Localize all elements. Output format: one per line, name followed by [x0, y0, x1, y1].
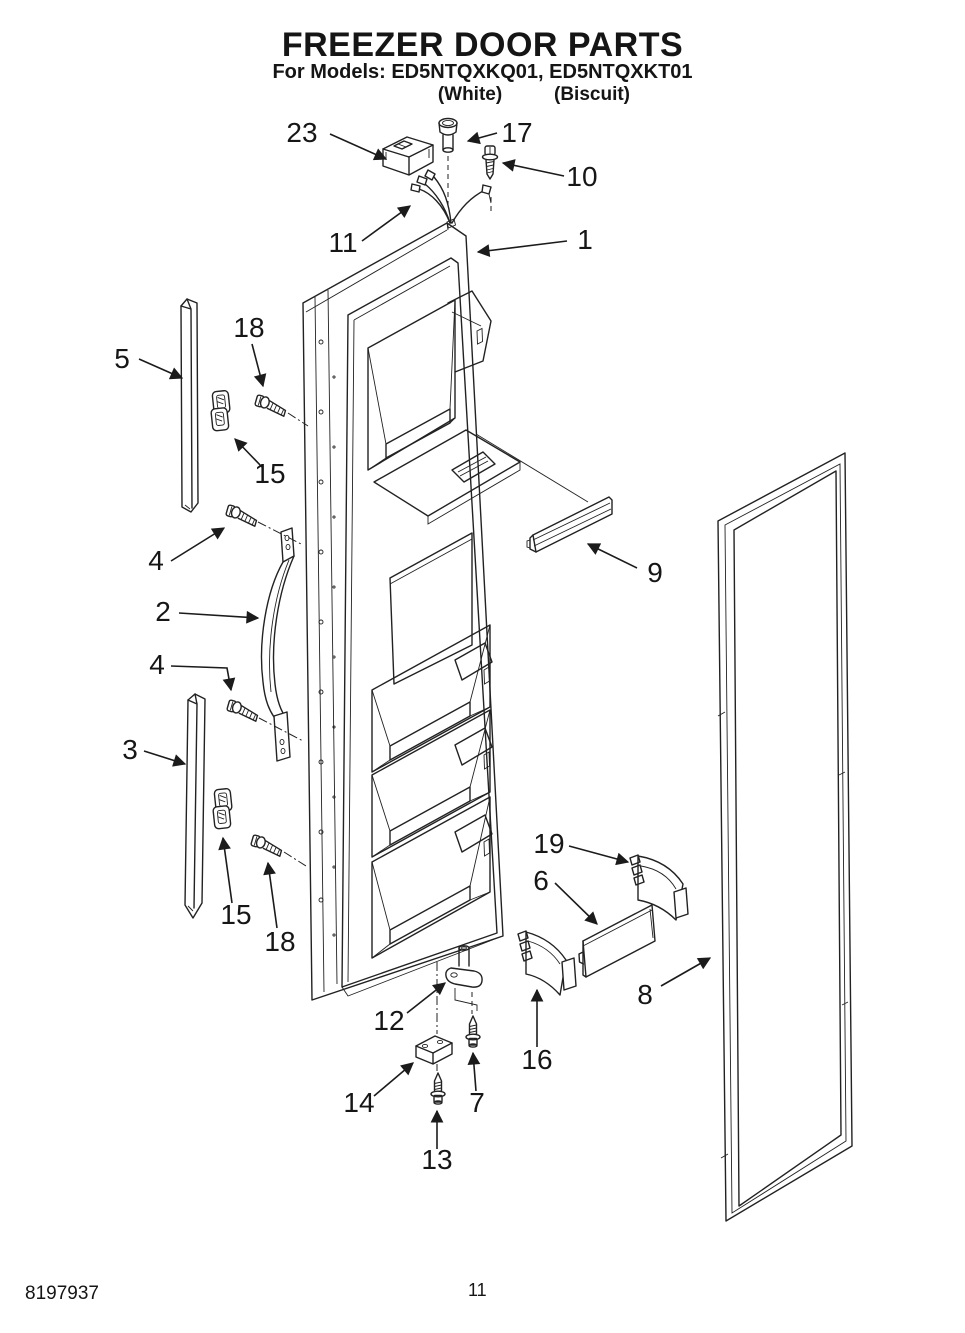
part-18-screw-lower	[249, 833, 307, 867]
callout-labels: 23 17 10 11 1 5 18 15 4 2 4 3 15 18 9 19…	[114, 117, 663, 1175]
variant-biscuit-label: (Biscuit)	[554, 84, 630, 105]
part-11-wire-harness	[410, 169, 492, 224]
leader-18-bottom	[263, 861, 278, 929]
part-4-screw-upper	[224, 503, 304, 546]
callout-4-bottom: 4	[149, 649, 165, 680]
models-line: For Models: ED5NTQXKQ01, ED5NTQXKT01	[272, 61, 693, 83]
leader-17	[466, 131, 498, 145]
callout-10: 10	[566, 161, 597, 192]
part-19-end-cap-right	[629, 854, 689, 921]
leader-10	[501, 159, 565, 177]
part-3-trim-strip-lower	[184, 693, 206, 919]
callout-19: 19	[533, 828, 564, 859]
document-number: 8197937	[25, 1283, 99, 1304]
part-2-door-handle	[260, 527, 295, 762]
part-17-plug-button	[438, 117, 458, 206]
leader-19	[568, 845, 630, 866]
callout-1: 1	[577, 224, 593, 255]
callout-11: 11	[328, 227, 357, 258]
leader-2	[178, 610, 260, 624]
part-13-screw	[430, 1072, 446, 1105]
leader-15-bottom	[218, 836, 233, 904]
leader-1	[476, 240, 568, 257]
callout-17: 17	[501, 117, 532, 148]
callout-4-top: 4	[148, 545, 164, 576]
callout-12: 12	[373, 1005, 404, 1036]
part-18-screw-upper	[253, 393, 309, 427]
leader-4-bottom	[170, 665, 236, 692]
leader-7	[467, 1051, 481, 1092]
callout-18-bottom: 18	[264, 926, 295, 957]
part-23-wiring-connector	[382, 136, 434, 176]
leader-15-top	[234, 438, 263, 468]
callout-14: 14	[343, 1087, 374, 1118]
callout-23: 23	[286, 117, 317, 148]
part-9-shelf-rail	[475, 433, 613, 553]
leader-9	[586, 543, 638, 569]
callout-15-top: 15	[254, 458, 285, 489]
leader-6	[554, 882, 598, 925]
callout-16: 16	[521, 1044, 552, 1075]
part-15-clip-lower	[210, 787, 235, 830]
part-16-end-cap-left	[517, 930, 577, 996]
leader-8	[660, 957, 712, 987]
page-title: FREEZER DOOR PARTS	[281, 26, 684, 64]
leader-3	[143, 750, 187, 767]
leader-14	[373, 1062, 414, 1097]
leader-11	[361, 205, 412, 242]
part-14-door-closer-cam	[415, 1035, 453, 1065]
part-15-clip-upper	[208, 389, 233, 432]
page-number: 11	[468, 1280, 487, 1300]
variant-white-label: (White)	[437, 84, 503, 105]
leader-5	[138, 358, 184, 380]
callout-5: 5	[114, 343, 130, 374]
part-7-screw	[465, 1015, 481, 1048]
part-1-freezer-door-panel	[302, 218, 521, 1011]
callout-3: 3	[122, 734, 138, 765]
callout-6: 6	[533, 865, 549, 896]
part-8-door-gasket	[717, 452, 853, 1222]
leader-lines	[138, 131, 712, 1149]
callout-7: 7	[469, 1087, 485, 1118]
part-10-screw	[481, 145, 499, 213]
part-12-hinge-bearing	[436, 945, 483, 1071]
part-5-trim-strip-upper	[180, 298, 199, 513]
callout-13: 13	[421, 1144, 452, 1175]
part-4-screw-lower	[225, 698, 304, 742]
leader-4-top	[170, 527, 226, 562]
callout-15-bottom: 15	[220, 899, 251, 930]
leader-18-top	[251, 343, 267, 388]
callout-2: 2	[155, 596, 171, 627]
leader-12	[406, 982, 447, 1014]
callout-8: 8	[637, 979, 653, 1010]
callout-18-top: 18	[233, 312, 264, 343]
part-6-tilt-out-tray	[578, 904, 656, 978]
leader-23	[329, 133, 388, 161]
callout-9: 9	[647, 557, 663, 588]
